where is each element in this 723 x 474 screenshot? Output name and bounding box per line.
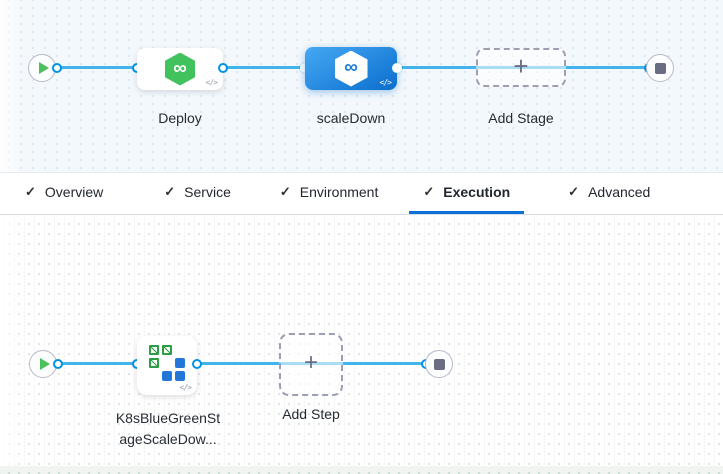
pipeline-end-node — [646, 54, 674, 82]
add-step-label: Add Step — [282, 406, 340, 422]
add-stage-button[interactable]: + — [476, 48, 566, 87]
infinity-glyph: ∞ — [344, 57, 358, 78]
canvas-edge-fade — [0, 0, 24, 172]
play-icon — [39, 358, 50, 370]
tab-label: Environment — [299, 184, 379, 200]
tab-environment[interactable]: ✓ Environment — [266, 173, 393, 214]
connector-port — [218, 63, 228, 73]
step-connector-line — [58, 362, 426, 365]
connector-port — [53, 359, 63, 369]
bottom-canvas-strip — [0, 466, 723, 474]
tab-label: Service — [184, 184, 231, 200]
check-icon: ✓ — [25, 184, 36, 199]
plus-icon: + — [513, 51, 529, 81]
stage-label-scaledown: scaleDown — [316, 110, 386, 126]
infinity-glyph: ∞ — [173, 57, 187, 79]
tab-service[interactable]: ✓ Service — [150, 173, 245, 214]
connector-port — [52, 63, 62, 73]
tab-label: Execution — [443, 184, 511, 200]
stage-config-tabs: ✓ Overview ✓ Service ✓ Environment ✓ Exe… — [0, 172, 723, 215]
execution-graph-canvas: </> + K8sBlueGreenSt ageScaleDow... Add … — [0, 215, 723, 466]
connector-port — [392, 63, 402, 73]
stop-icon — [654, 62, 666, 74]
k8s-blue-green-icon — [149, 345, 185, 381]
stage-card-deploy[interactable]: ∞ </> — [137, 48, 223, 90]
code-icon: </> — [179, 383, 192, 392]
connector-port — [192, 359, 202, 369]
tab-advanced[interactable]: ✓ Advanced — [554, 173, 664, 214]
add-stage-label: Add Stage — [488, 110, 554, 126]
stage-card-scaledown[interactable]: ∞ </> — [305, 47, 397, 90]
play-icon — [38, 62, 49, 74]
tab-execution[interactable]: ✓ Execution — [409, 173, 525, 214]
step-label-k8s-scaledown: K8sBlueGreenSt ageScaleDow... — [106, 408, 230, 450]
check-icon: ✓ — [164, 184, 176, 199]
tab-label: Advanced — [588, 184, 651, 200]
canvas-edge-fade — [0, 215, 24, 466]
tab-overview[interactable]: ✓ Overview — [11, 173, 117, 214]
cd-stage-icon: ∞ — [165, 52, 195, 86]
step-label-line2: ageScaleDow... — [119, 431, 217, 447]
cd-stage-icon: ∞ — [334, 50, 368, 87]
pipeline-start-node — [28, 54, 56, 82]
check-icon: ✓ — [279, 184, 291, 199]
stage-label-deploy: Deploy — [158, 110, 202, 126]
steps-end-node — [425, 350, 453, 378]
code-icon: </> — [379, 78, 392, 87]
step-card-k8s-scaledown[interactable]: </> — [137, 336, 197, 395]
check-icon: ✓ — [568, 184, 580, 199]
tab-label: Overview — [44, 184, 104, 200]
stop-icon — [433, 358, 445, 370]
code-icon: </> — [205, 78, 218, 87]
plus-icon: + — [303, 349, 318, 376]
check-icon: ✓ — [423, 184, 435, 199]
stage-graph-canvas: ∞ </> ∞ </> + Deploy scaleDown Add Stage — [0, 0, 723, 172]
add-step-button[interactable]: + — [279, 333, 343, 396]
step-label-line1: K8sBlueGreenSt — [115, 410, 221, 426]
